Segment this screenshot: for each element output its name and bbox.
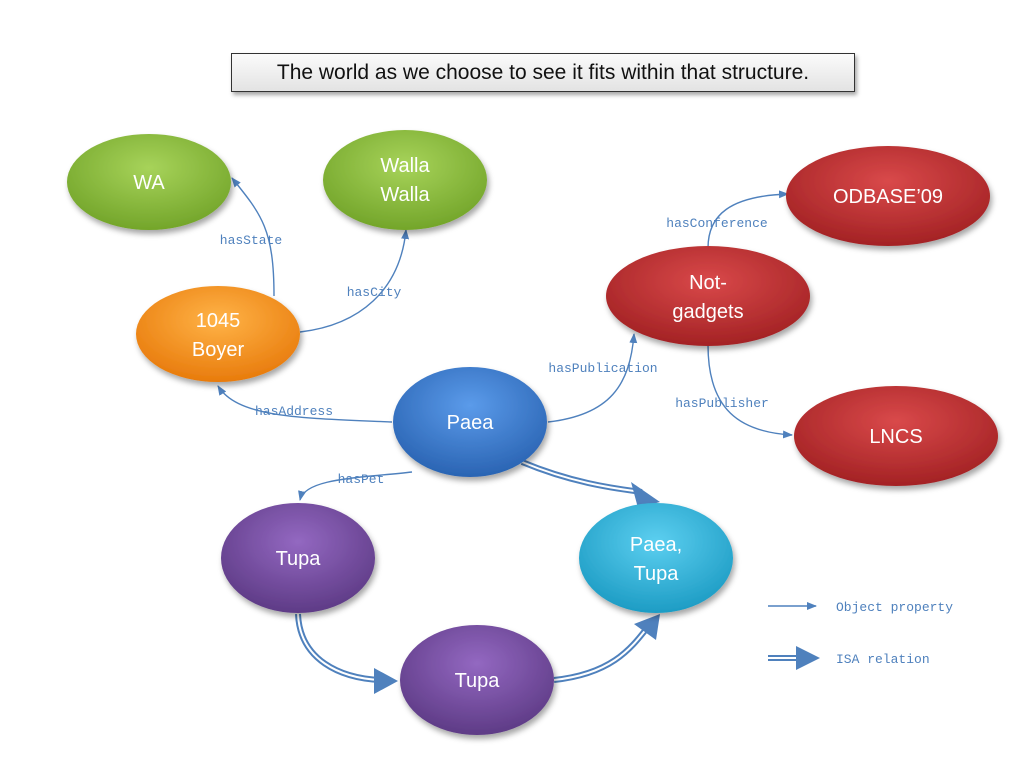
label-hasconference: hasConference [666, 216, 767, 231]
title-box: The world as we choose to see it fits wi… [231, 53, 855, 92]
edge-hascity [299, 229, 410, 333]
node-tupa-bottom-label: Tupa [455, 670, 501, 692]
title-text: The world as we choose to see it fits wi… [276, 60, 810, 84]
node-lncs-label: LNCS [869, 426, 922, 448]
edge-hasstate [231, 177, 275, 297]
node-not-gadgets: Not- gadgets [606, 246, 810, 346]
node-walla-walla-label-1: Walla [380, 155, 430, 177]
label-hasstate: hasState [220, 233, 282, 248]
legend: Object property ISA relation [768, 600, 953, 670]
node-odbase09: ODBASE’09 [786, 146, 990, 246]
node-odbase09-label: ODBASE’09 [833, 186, 943, 208]
isa-paea-to-paeatupa [520, 459, 660, 508]
edge-hasaddress [217, 385, 393, 423]
node-tupa-bottom: Tupa [400, 625, 554, 735]
label-hascity: hasCity [347, 285, 402, 300]
label-haspublication: hasPublication [548, 361, 657, 376]
edge-haspet [298, 471, 413, 501]
node-walla-walla: Walla Walla [323, 130, 487, 230]
label-hasaddress: hasAddress [255, 404, 333, 419]
isa-tupa-to-tupa [295, 613, 398, 694]
edge-haspublication [547, 333, 638, 423]
label-haspublisher: hasPublisher [675, 396, 769, 411]
node-tupa-top: Tupa [221, 503, 375, 613]
legend-isa-relation-label: ISA relation [836, 652, 930, 667]
node-paea-tupa-label-1: Paea, [630, 534, 682, 556]
node-lncs: LNCS [794, 386, 998, 486]
node-paea: Paea [393, 367, 547, 477]
edge-hasconference [707, 190, 789, 249]
legend-object-property-label: Object property [836, 600, 953, 615]
node-1045-boyer-label-1: 1045 [196, 310, 241, 332]
node-1045-boyer-label-2: Boyer [192, 339, 245, 361]
node-not-gadgets-label-1: Not- [689, 272, 727, 294]
node-wa: WA [67, 134, 231, 230]
node-1045-boyer: 1045 Boyer [136, 286, 300, 382]
node-walla-walla-label-2: Walla [380, 184, 430, 206]
label-haspet: hasPet [338, 472, 385, 487]
node-paea-tupa: Paea, Tupa [579, 503, 733, 613]
node-paea-label: Paea [447, 412, 495, 434]
node-tupa-top-label: Tupa [276, 548, 322, 570]
edge-haspublisher [707, 344, 793, 439]
node-not-gadgets-label-2: gadgets [672, 301, 743, 323]
node-wa-label: WA [133, 172, 165, 194]
node-paea-tupa-label-2: Tupa [634, 563, 680, 585]
isa-tupa-to-paeatupa [553, 614, 660, 683]
legend-isa-arrow [768, 646, 820, 670]
